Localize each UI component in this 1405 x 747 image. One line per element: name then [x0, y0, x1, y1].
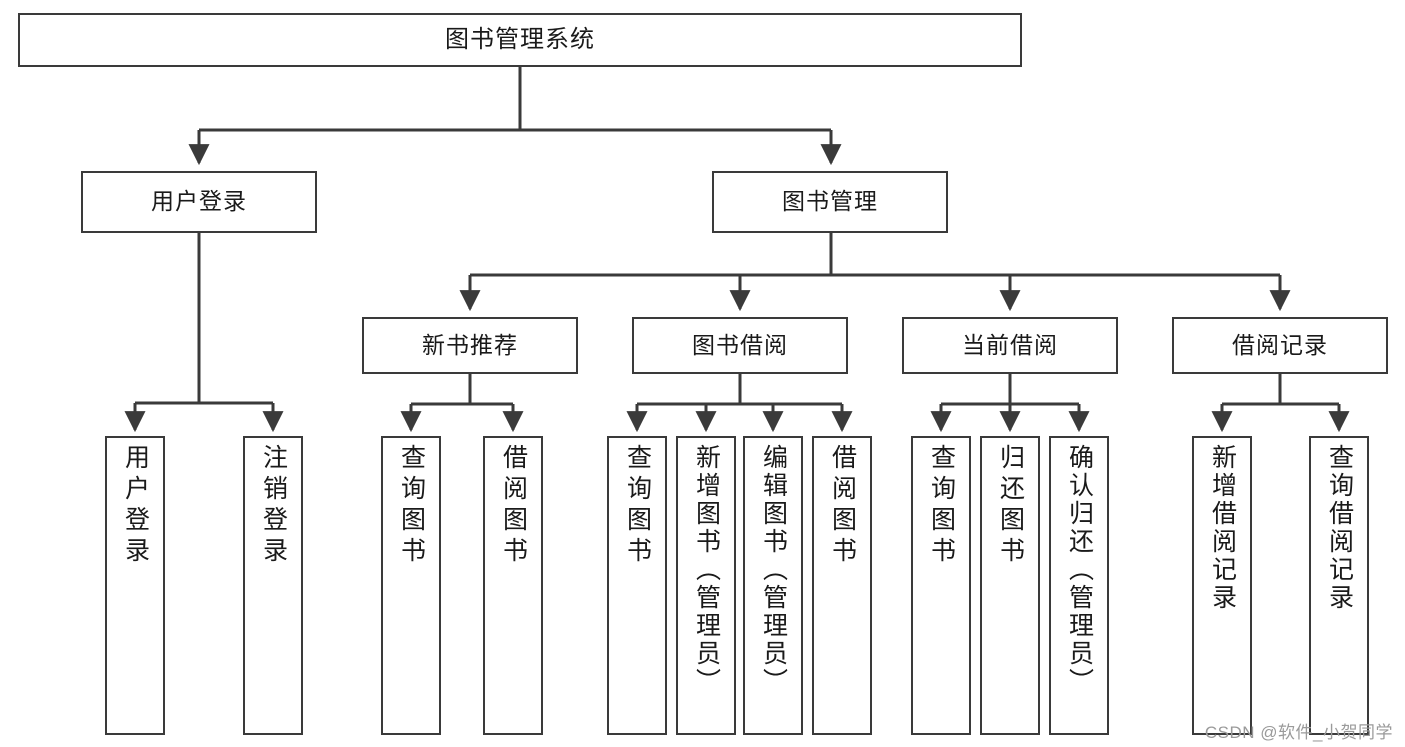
node-book-management[interactable]: 图书管理	[712, 171, 948, 233]
node-leaf-query-book-rec[interactable]: 查询图书	[381, 436, 441, 735]
node-book-borrowing[interactable]: 图书借阅	[632, 317, 848, 374]
node-label: 归还图书	[996, 444, 1025, 568]
node-leaf-add-book-admin[interactable]: 新增图书（管理员）	[676, 436, 736, 735]
node-label: 确认归还（管理员）	[1065, 444, 1094, 696]
node-label: 当前借阅	[962, 331, 1058, 358]
node-label: 借阅记录	[1232, 331, 1328, 358]
node-label: 借阅图书	[828, 444, 857, 568]
node-leaf-borrow-book[interactable]: 借阅图书	[812, 436, 872, 735]
node-leaf-query-book-current[interactable]: 查询图书	[911, 436, 971, 735]
node-label: 新书推荐	[422, 331, 518, 358]
node-label: 图书借阅	[692, 331, 788, 358]
node-label: 借阅图书	[499, 444, 528, 568]
node-leaf-query-book-borrow[interactable]: 查询图书	[607, 436, 667, 735]
node-leaf-borrow-book-rec[interactable]: 借阅图书	[483, 436, 543, 735]
watermark-text: CSDN @软件_小贺同学	[1204, 723, 1393, 742]
node-label: 查询图书	[397, 444, 426, 568]
node-borrowing-record[interactable]: 借阅记录	[1172, 317, 1388, 374]
node-label: 查询图书	[927, 444, 956, 568]
node-label: 查询借阅记录	[1325, 444, 1354, 612]
node-leaf-user-logout[interactable]: 注销登录	[243, 436, 303, 735]
node-label: 查询图书	[623, 444, 652, 568]
node-label: 新增借阅记录	[1208, 444, 1237, 612]
node-label: 用户登录	[121, 444, 150, 568]
node-leaf-return-book[interactable]: 归还图书	[980, 436, 1040, 735]
node-label: 图书管理系统	[445, 25, 595, 53]
node-leaf-user-login[interactable]: 用户登录	[105, 436, 165, 735]
node-new-book-recommendation[interactable]: 新书推荐	[362, 317, 578, 374]
node-root-book-management-system[interactable]: 图书管理系统	[18, 13, 1022, 67]
node-user-login[interactable]: 用户登录	[81, 171, 317, 233]
node-label: 图书管理	[782, 188, 878, 215]
node-label: 注销登录	[259, 444, 288, 568]
node-label: 新增图书（管理员）	[692, 444, 721, 696]
node-current-borrowing[interactable]: 当前借阅	[902, 317, 1118, 374]
node-leaf-edit-book-admin[interactable]: 编辑图书（管理员）	[743, 436, 803, 735]
node-leaf-confirm-return-admin[interactable]: 确认归还（管理员）	[1049, 436, 1109, 735]
node-leaf-add-borrow-record[interactable]: 新增借阅记录	[1192, 436, 1252, 735]
node-label: 编辑图书（管理员）	[759, 444, 788, 696]
node-leaf-query-borrow-record[interactable]: 查询借阅记录	[1309, 436, 1369, 735]
node-label: 用户登录	[151, 188, 247, 215]
